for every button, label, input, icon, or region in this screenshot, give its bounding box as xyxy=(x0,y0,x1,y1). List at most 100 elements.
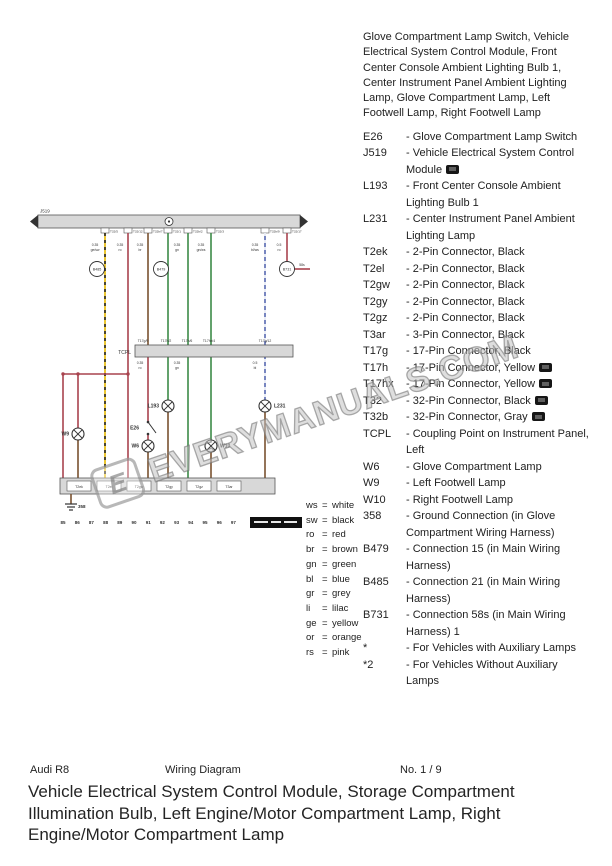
wire-annotation: ro xyxy=(118,248,121,252)
legend-code: T2gy xyxy=(363,295,388,308)
legend-item: T2ek- 2-Pin Connector, Black xyxy=(363,244,592,261)
tap-connector xyxy=(183,227,193,234)
track-number: 96 xyxy=(217,520,223,525)
wire-annotation: T17hx/4 xyxy=(203,339,215,343)
legend-desc: - Front Center Console Ambient Lighting … xyxy=(406,180,561,209)
wire-color-abbr: or xyxy=(306,632,315,644)
legend-code: T3ar xyxy=(363,328,386,341)
track-number: 87 xyxy=(89,520,95,525)
legend-code: B485 xyxy=(363,576,389,589)
legend-code: T17g xyxy=(363,345,389,358)
photo-thumbnail-icon[interactable] xyxy=(539,379,553,389)
track-number: 88 xyxy=(103,520,109,525)
lamp-x xyxy=(143,441,153,451)
track-number: 90 xyxy=(131,520,137,525)
wire-color-row: gn=green xyxy=(306,558,364,573)
track-number: 86 xyxy=(75,520,81,525)
legend-item: T32- 32-Pin Connector, Black xyxy=(363,393,592,410)
connector-cell-label: T2el xyxy=(106,485,113,489)
legend-item: *2 - For Vehicles Without Auxiliary Lamps xyxy=(363,657,592,690)
connection-node xyxy=(153,261,169,277)
legend-desc: - Glove Compartment Lamp Switch xyxy=(406,130,578,143)
component-summary: Glove Compartment Lamp Switch, Vehicle E… xyxy=(363,31,570,120)
equals-sign: = xyxy=(322,647,328,659)
legend-desc: - 2-Pin Connector, Black xyxy=(406,279,525,292)
junction-dot xyxy=(76,372,80,376)
wire-annotation: ro xyxy=(138,366,141,370)
legend-desc: - 2-Pin Connector, Black xyxy=(406,246,525,259)
legend-code: J519 xyxy=(363,147,387,160)
legend-desc: - Connection 21 (in Main Wiring Harness) xyxy=(406,576,561,605)
wire-annotation: ro xyxy=(277,248,280,252)
wire-color-name: blue xyxy=(332,573,350,585)
legend-desc: - 3-Pin Connector, Black xyxy=(406,328,525,341)
wire-annotation: 0.5 xyxy=(277,243,282,247)
wire-annotation: ge/sw xyxy=(91,248,100,252)
wire-annotation: 58s xyxy=(299,263,305,267)
wire-color-abbr: ws xyxy=(306,500,318,511)
connector-cell xyxy=(126,480,152,492)
legend-code: L193 xyxy=(363,180,388,193)
bus-label: J519 xyxy=(40,209,50,214)
lamp-x xyxy=(260,401,270,411)
track-number: 95 xyxy=(202,520,208,525)
legend-item: T32b- 32-Pin Connector, Gray xyxy=(363,409,592,426)
legend-desc: - Center Instrument Panel Ambient Lighti… xyxy=(406,213,575,242)
legend-code: L231 xyxy=(363,213,388,226)
legend-item: W9- Left Footwell Lamp xyxy=(363,475,592,492)
wire-annotation: 0.35 xyxy=(198,243,205,247)
tap-label: T32/1 xyxy=(173,230,181,234)
track-number: 85 xyxy=(60,520,66,525)
wire-annotation: T17h/2 xyxy=(161,339,172,343)
wire-color-abbr: rs xyxy=(306,647,314,659)
legend-item: T2el- 2-Pin Connector, Black xyxy=(363,261,592,278)
legend-desc: - 17-Pin Connector, Yellow xyxy=(406,376,592,393)
wire-annotation: bl xyxy=(254,366,257,370)
wire-color-row: ge=yellow xyxy=(306,617,364,632)
legend-item: T17g- 17-Pin Connector, Black xyxy=(363,343,592,360)
legend-item: L193 - Front Center Console Ambient Light… xyxy=(363,178,592,211)
legend-item: T2gw- 2-Pin Connector, Black xyxy=(363,277,592,294)
vehicle-model-label: Audi R8 xyxy=(30,764,70,776)
wire-color-name: white xyxy=(332,500,355,511)
legend-desc: - 2-Pin Connector, Black xyxy=(406,312,525,325)
legend-item: L231 - Center Instrument Panel Ambient Li… xyxy=(363,211,592,244)
switch-blade xyxy=(147,421,157,434)
tap-label: T32b/2 xyxy=(193,230,203,234)
legend-item: W10- Right Footwell Lamp xyxy=(363,492,592,509)
lamp-label: W6 xyxy=(132,444,140,450)
legend-desc: - For Vehicles with Auxiliary Lamps xyxy=(406,642,576,655)
tcpl-bar xyxy=(134,344,294,358)
legend-item: B479- Connection 15 (in Main Wiring Harn… xyxy=(363,541,592,574)
tcpl-label: TCPL xyxy=(118,350,131,356)
wire-color-row: gr=grey xyxy=(306,587,364,602)
diagram-number-mark xyxy=(284,521,297,523)
wire-color-name: pink xyxy=(332,647,350,659)
legend-code: T2el xyxy=(363,262,385,275)
legend-item: W6- Glove Compartment Lamp xyxy=(363,459,592,476)
connector-cell-label: T3ar xyxy=(225,485,233,489)
track-number: 89 xyxy=(117,520,123,525)
lamp-label: W9 xyxy=(62,432,70,438)
legend-desc: - Left Footwell Lamp xyxy=(406,477,506,490)
legend-code: *2 xyxy=(363,658,374,671)
photo-thumbnail-icon[interactable] xyxy=(539,362,553,372)
photo-thumbnail-icon[interactable] xyxy=(446,164,460,174)
tap-connector xyxy=(163,227,173,234)
wire-annotation: 0.35 xyxy=(117,243,124,247)
wire-annotation: T17g/9 xyxy=(138,339,149,343)
connector-cell xyxy=(66,480,92,492)
wire-color-row: br=brown xyxy=(306,543,364,558)
wire-color-abbr: li xyxy=(306,602,311,614)
photo-thumbnail-icon[interactable] xyxy=(531,412,545,422)
legend-desc: - For Vehicles Without Auxiliary Lamps xyxy=(406,658,558,688)
wire-color-abbr: bl xyxy=(306,573,314,585)
wire-annotation: T17h/6 xyxy=(182,339,193,343)
tap-label: T32/3 xyxy=(216,230,224,234)
wire-annotation: 0.35 xyxy=(174,243,181,247)
photo-thumbnail-icon[interactable] xyxy=(534,395,548,405)
